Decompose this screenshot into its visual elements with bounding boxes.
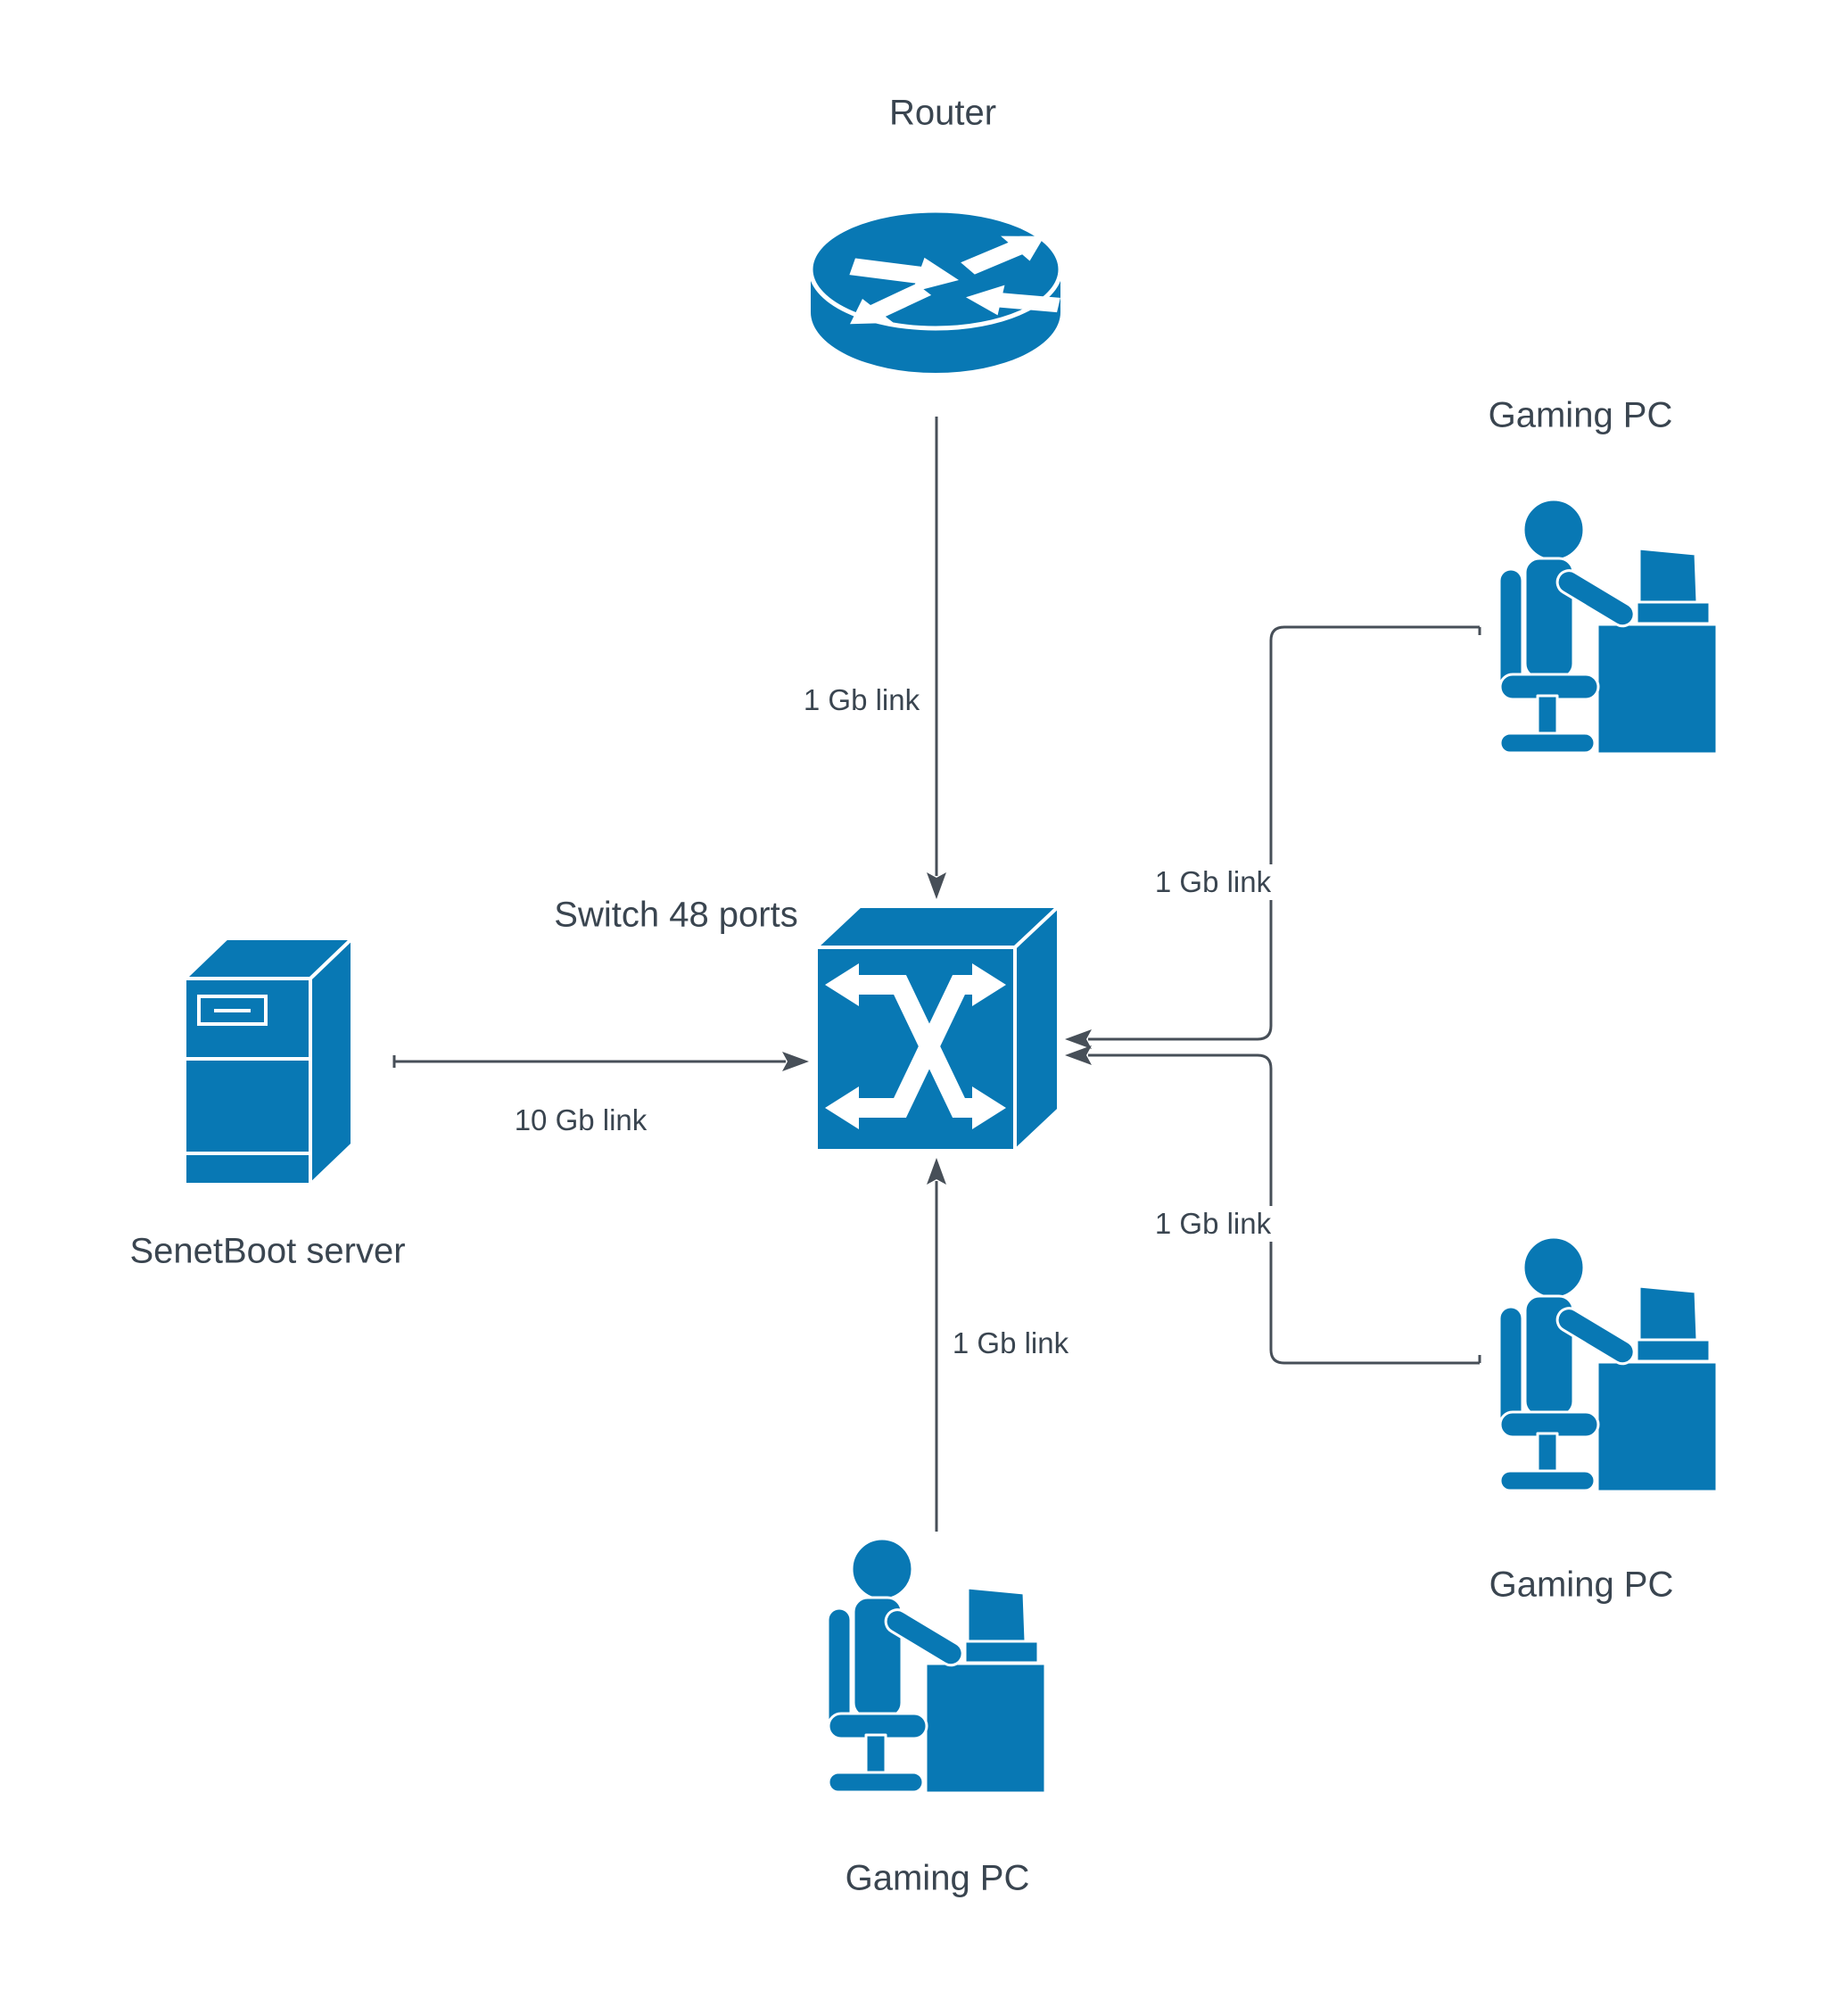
arrowhead-into-switch-bottom: [927, 1158, 946, 1185]
switch-label: Switch 48 ports: [554, 895, 798, 935]
link-pc-bottom-right-label: 1 Gb link: [1151, 1206, 1275, 1242]
link-server-to-switch-label: 10 Gb link: [510, 1103, 651, 1138]
switch-crossed-arrows: [825, 963, 1006, 1129]
pc-bottom-right-workstation-icon: [1498, 1235, 1718, 1491]
pc-bottom-label: Gaming PC: [845, 1858, 1030, 1898]
link-pc-bottom-label: 1 Gb link: [948, 1326, 1073, 1361]
pc-bottom-workstation-icon: [827, 1537, 1046, 1793]
arrowhead-into-switch-left: [782, 1052, 809, 1071]
pc-top-right-label: Gaming PC: [1488, 395, 1673, 435]
arrowhead-into-switch-right-lower: [1065, 1045, 1092, 1065]
arrowhead-into-switch-top: [927, 872, 946, 899]
link-router-to-switch-label: 1 Gb link: [799, 682, 924, 718]
link-server-to-switch-line: [392, 1055, 786, 1068]
link-pc-bottom-right-to-switch-line: [1088, 1053, 1481, 1365]
server-tower-icon: [185, 938, 352, 1185]
router-icon: [807, 207, 1064, 378]
pc-bottom-right-label: Gaming PC: [1489, 1565, 1674, 1605]
router-label: Router: [888, 93, 997, 133]
link-pc-top-right-to-switch-line: [1088, 625, 1481, 1041]
pc-top-right-workstation-icon: [1498, 498, 1718, 754]
server-label: SenetBoot server: [129, 1231, 406, 1271]
switch-icon: [816, 906, 1059, 1151]
server-drive-slot: [185, 995, 310, 1155]
link-pc-top-right-label: 1 Gb link: [1151, 864, 1275, 900]
arrowhead-into-switch-right-upper: [1065, 1029, 1092, 1049]
